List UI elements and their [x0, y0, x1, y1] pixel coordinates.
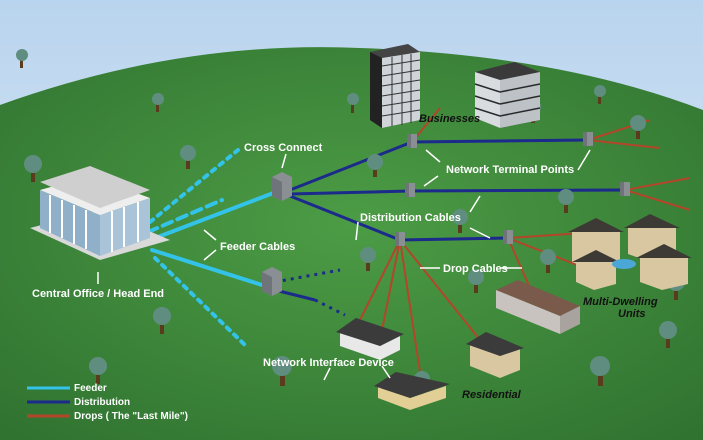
distribution-cable-dotted [274, 268, 341, 284]
tree-icon [590, 356, 610, 386]
label-cross-connect: Cross Connect [244, 142, 323, 154]
tree-icon [347, 93, 359, 113]
tree-icon [594, 85, 606, 104]
tree-icon [89, 357, 107, 384]
terminal-point [405, 183, 415, 197]
tree-icon [452, 209, 468, 233]
arrow-icon [355, 221, 359, 241]
arrow-icon [203, 229, 217, 241]
tree-icon [153, 307, 171, 334]
tree-icon [367, 154, 383, 177]
arrow-icon [281, 153, 287, 169]
drop-cable [379, 239, 401, 341]
arrow-icon [469, 195, 481, 213]
house [466, 332, 524, 378]
row-house-building [496, 280, 580, 334]
arrow-icon [423, 175, 439, 187]
arrow-icon [203, 249, 217, 261]
drop-cables [359, 107, 691, 373]
distribution-cable [399, 236, 509, 242]
distribution-cables [274, 138, 626, 317]
label-residential: Residential [462, 389, 522, 401]
tree-icon [659, 321, 677, 348]
drop-cable [399, 239, 421, 373]
tree-icon [24, 155, 42, 182]
terminal-point [583, 132, 593, 146]
drop-cable [399, 239, 481, 341]
feeder-cable [150, 248, 264, 287]
label-distribution-cables: Distribution Cables [360, 212, 461, 224]
drop-cable [587, 139, 661, 149]
drop-cable [507, 237, 531, 289]
drop-cable [624, 189, 691, 211]
feeder-cable [148, 190, 278, 242]
arrow-icon [577, 149, 591, 171]
distribution-cable-dotted [314, 298, 346, 317]
cross-connect-box-lower [262, 267, 282, 296]
label-network-terminal-points: Network Terminal Points [446, 164, 574, 176]
distribution-cable [289, 194, 401, 242]
tree-icon [630, 115, 646, 139]
drop-cable [624, 177, 691, 191]
arrow-icon [381, 365, 391, 379]
ground [0, 47, 703, 440]
distribution-cable [289, 189, 411, 196]
legend-label-drops: Drops ( The "Last Mile") [74, 411, 188, 422]
distribution-cable [411, 138, 589, 144]
tree-icon [540, 249, 556, 273]
arrow-icon [425, 149, 441, 163]
terminal-point [407, 134, 417, 148]
house [336, 318, 404, 360]
arrow-icon [323, 367, 331, 381]
cross-connect-box [272, 172, 292, 201]
tree-icon [180, 145, 196, 169]
label-businesses: Businesses [419, 113, 480, 125]
terminal-point [395, 232, 405, 246]
tree-icon [360, 247, 376, 271]
label-drop-cables: Drop Cables [443, 263, 508, 275]
drop-cable [359, 239, 401, 321]
tree-icon [16, 49, 28, 68]
label-central-office: Central Office / Head End [32, 288, 164, 300]
feeder-cable [146, 198, 224, 234]
tree-icon [272, 356, 292, 386]
feeder-cables [146, 148, 278, 348]
legend-label-feeder: Feeder [74, 383, 107, 394]
terminal-point [503, 230, 513, 244]
business-building-tall [370, 44, 421, 128]
label-network-interface-device: Network Interface Device [263, 357, 394, 369]
legend: Feeder Distribution Drops ( The "Last Mi… [27, 383, 188, 422]
tree-icon [152, 93, 164, 112]
tree-icon [468, 269, 484, 293]
arrow-icon [469, 227, 491, 239]
label-multi-dwelling-line1: Multi-Dwelling [583, 296, 658, 308]
distribution-cable [289, 140, 413, 192]
tree-icon [558, 189, 574, 213]
central-office-building [30, 166, 170, 260]
multi-dwelling-buildings [568, 214, 692, 290]
label-multi-dwelling-line2: Units [618, 308, 646, 320]
terminal-point [620, 182, 630, 196]
house-nid [374, 372, 450, 410]
distribution-cable [409, 188, 626, 193]
feeder-cable-dotted [153, 256, 248, 348]
callout-arrows [97, 149, 591, 381]
label-feeder-cables: Feeder Cables [220, 241, 295, 253]
legend-label-distribution: Distribution [74, 397, 130, 408]
distribution-cable [274, 288, 316, 302]
feeder-cable-dotted [148, 148, 240, 224]
business-building-wide [474, 62, 541, 128]
